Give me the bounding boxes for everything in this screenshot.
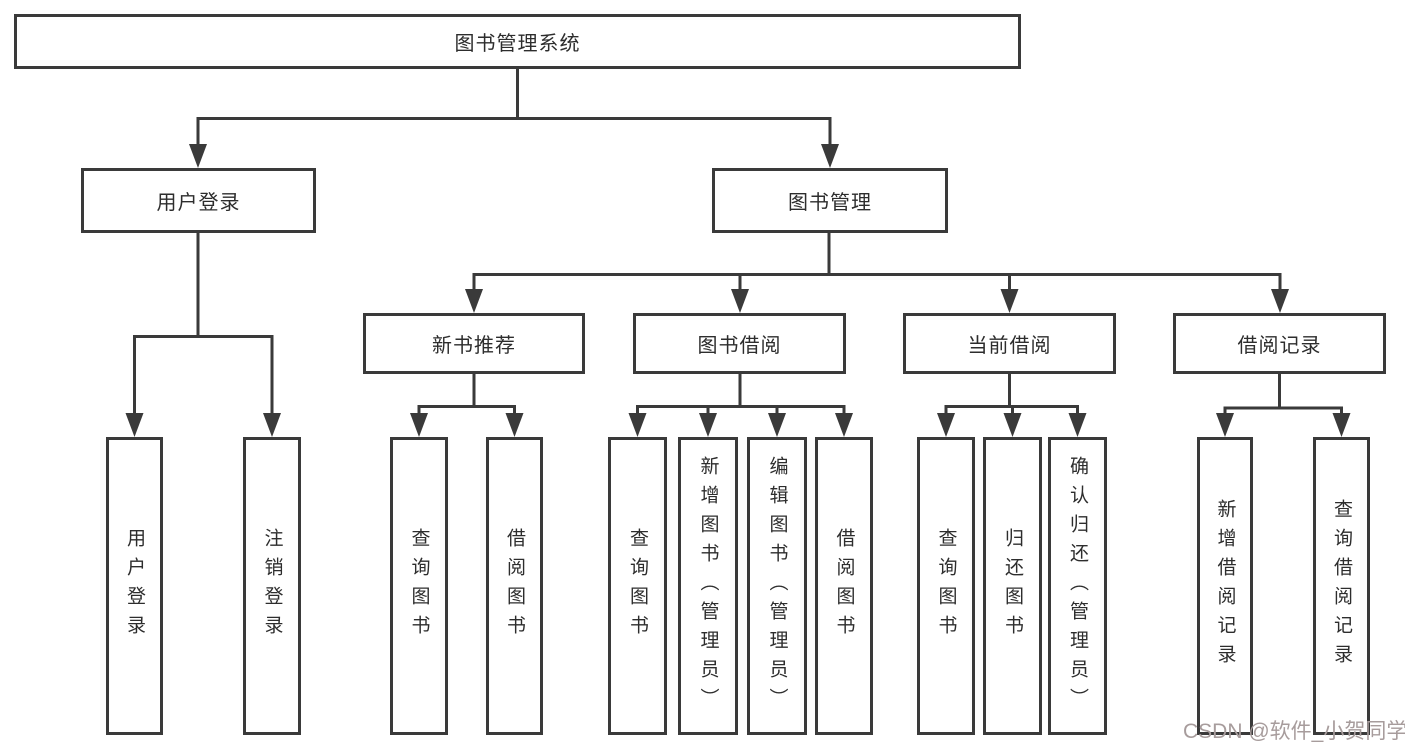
arrowhead [189, 144, 207, 168]
leaf-confirm-return-admin: 确认归还（管理员） [1048, 437, 1107, 735]
node-book-management-label: 图书管理 [788, 192, 872, 214]
leaf-borrow-books: 借阅图书 [815, 437, 873, 735]
leaf-confirm-return-admin-label: 确认归还（管理员） [1067, 455, 1088, 717]
leaf-edit-books-admin: 编辑图书（管理员） [747, 437, 807, 735]
arrowhead [699, 413, 717, 437]
leaf-logout: 注销登录 [243, 437, 301, 735]
leaf-borrow-books-recommend: 借阅图书 [486, 437, 543, 735]
node-current-borrowing: 当前借阅 [903, 313, 1116, 374]
arrowhead [731, 289, 749, 313]
leaf-return-books-label: 归还图书 [1002, 528, 1023, 644]
node-user-login-label: 用户登录 [156, 192, 241, 214]
new-book-bar [417, 405, 516, 415]
leaf-borrow-books-recommend-label: 借阅图书 [504, 528, 525, 644]
arrowhead [465, 289, 483, 313]
arrowhead [821, 144, 839, 168]
arrowhead [1216, 413, 1234, 437]
node-root: 图书管理系统 [14, 14, 1021, 69]
arrowhead [628, 413, 647, 437]
node-new-book-recommend-label: 新书推荐 [432, 335, 516, 357]
leaf-query-books-recommend: 查询图书 [390, 437, 448, 735]
node-book-borrowing-label: 图书借阅 [697, 335, 782, 357]
leaf-user-login-label: 用户登录 [124, 528, 145, 644]
arrowhead [1068, 413, 1087, 437]
node-book-borrowing: 图书借阅 [633, 313, 846, 374]
arrowhead [1003, 413, 1022, 437]
leaf-query-books-current-label: 查询图书 [935, 528, 957, 644]
level2-bar [472, 273, 1282, 291]
node-borrow-records: 借阅记录 [1173, 313, 1386, 374]
leaf-add-borrow-record-label: 新增借阅记录 [1214, 499, 1236, 673]
leaf-query-books-current: 查询图书 [917, 437, 975, 735]
node-user-login: 用户登录 [81, 168, 316, 233]
node-book-management: 图书管理 [712, 168, 948, 233]
node-new-book-recommend: 新书推荐 [363, 313, 585, 374]
csdn-watermark: CSDN @软件_小贺同学 [1183, 720, 1405, 743]
arrowhead [263, 413, 281, 437]
arrowhead [1000, 289, 1019, 313]
arrowhead [410, 413, 428, 437]
leaf-query-books-borrowing: 查询图书 [608, 437, 667, 735]
arrowhead [125, 413, 144, 437]
node-borrow-records-label: 借阅记录 [1237, 335, 1322, 357]
arrowhead [1271, 289, 1289, 313]
leaf-user-login: 用户登录 [106, 437, 163, 735]
leaf-return-books: 归还图书 [983, 437, 1042, 735]
arrowhead [768, 413, 786, 437]
arrowhead [835, 413, 853, 437]
arrowhead [937, 413, 955, 437]
leaf-query-books-recommend-label: 查询图书 [408, 528, 430, 644]
leaf-add-books-admin-label: 新增图书（管理员） [697, 455, 719, 717]
leaf-logout-label: 注销登录 [261, 528, 283, 644]
leaf-borrow-books-label: 借阅图书 [833, 528, 855, 644]
leaf-query-books-borrowing-label: 查询图书 [627, 528, 648, 644]
leaf-edit-books-admin-label: 编辑图书（管理员） [766, 455, 788, 717]
arrowhead [1332, 413, 1351, 437]
leaf-add-borrow-record: 新增借阅记录 [1197, 437, 1253, 735]
book-borrow-bar [636, 405, 846, 415]
borrow-records-bar [1223, 406, 1343, 415]
leaf-query-borrow-record-label: 查询借阅记录 [1331, 499, 1352, 673]
arrowhead [505, 413, 524, 437]
node-current-borrowing-label: 当前借阅 [967, 335, 1052, 357]
leaf-query-borrow-record: 查询借阅记录 [1313, 437, 1370, 735]
leaf-add-books-admin: 新增图书（管理员） [678, 437, 738, 735]
node-root-label: 图书管理系统 [454, 33, 581, 55]
user-login-bar [133, 335, 274, 415]
level1-bar-line [196, 117, 832, 146]
